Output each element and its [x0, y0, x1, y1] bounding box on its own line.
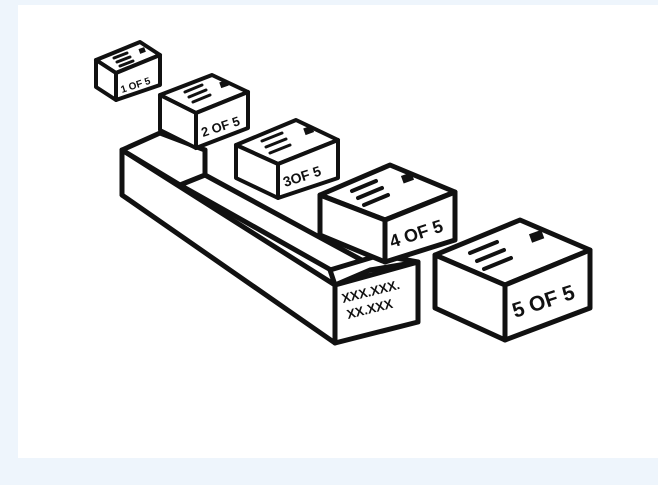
package-box-5: 5 OF 5	[435, 220, 590, 340]
package-box-3: 3OF 5	[236, 120, 338, 198]
package-box-1: 1 OF 5	[96, 42, 160, 100]
package-box-2: 2 OF 5	[160, 75, 248, 148]
